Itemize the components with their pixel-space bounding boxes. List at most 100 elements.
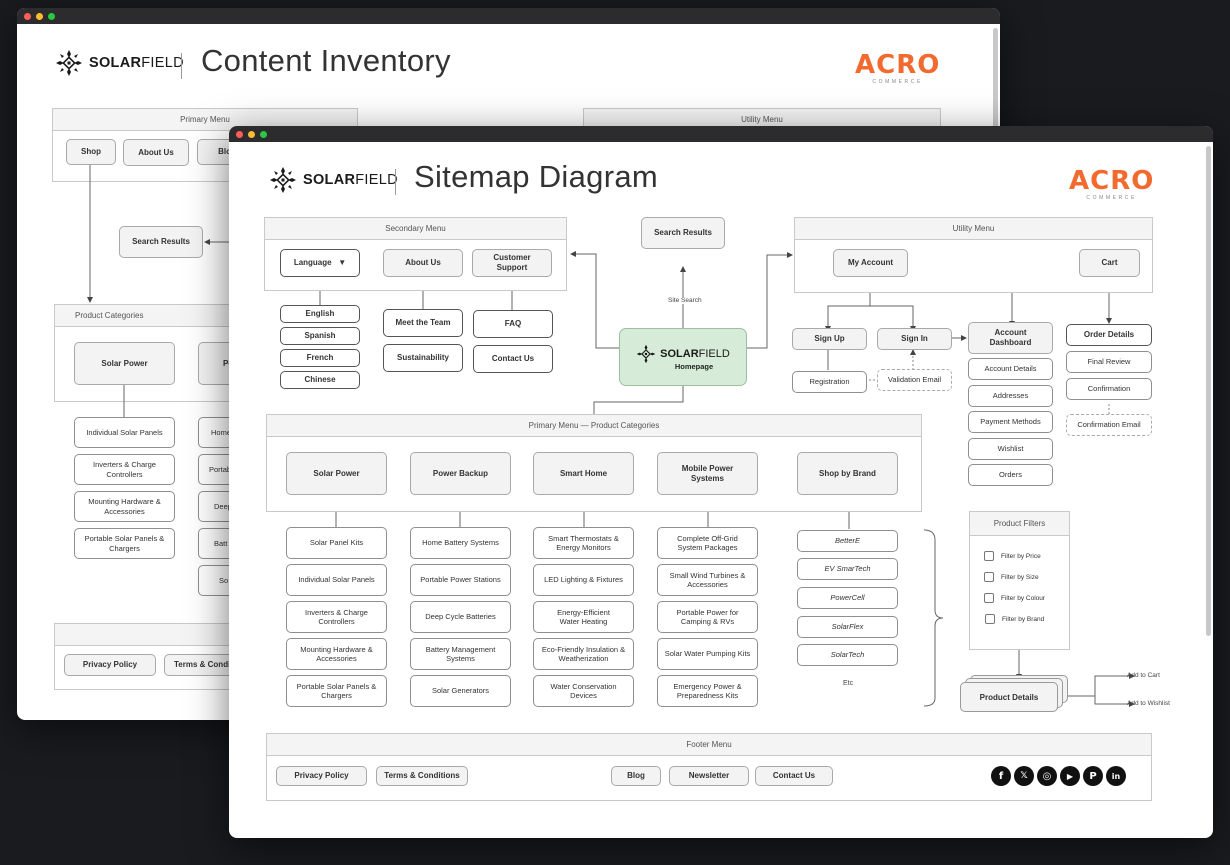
minimize-window-button[interactable] <box>36 13 43 20</box>
list-item[interactable]: Emergency Power & Preparedness Kits <box>657 675 758 707</box>
page-final-review[interactable]: Final Review <box>1066 351 1152 373</box>
language-option-french[interactable]: French <box>280 349 360 367</box>
solarfield-mark-icon <box>56 50 82 76</box>
page-contact-us[interactable]: Contact Us <box>473 345 553 373</box>
product-details-node[interactable]: Product Details <box>960 675 1070 713</box>
language-dropdown[interactable]: Language ▼ <box>280 249 360 277</box>
utility-menu-panel: Utility Menu <box>794 217 1153 293</box>
list-item[interactable]: Portable Solar Panels & Chargers <box>74 528 175 559</box>
close-window-button[interactable] <box>236 131 243 138</box>
checkbox[interactable] <box>984 572 994 582</box>
footer-link-newsletter[interactable]: Newsletter <box>669 766 749 786</box>
maximize-window-button[interactable] <box>260 131 267 138</box>
footer-link-terms-conditions[interactable]: Terms & Conditions <box>376 766 468 786</box>
pinterest-icon[interactable]: P <box>1083 766 1103 786</box>
linkedin-icon[interactable]: in <box>1106 766 1126 786</box>
list-item[interactable]: Solar Generators <box>410 675 511 707</box>
checkbox[interactable] <box>985 614 995 624</box>
list-item[interactable]: Portable Power for Camping & RVs <box>657 601 758 633</box>
page-faq[interactable]: FAQ <box>473 310 553 338</box>
checkbox[interactable] <box>984 551 994 561</box>
search-results-node[interactable]: Search Results <box>119 226 203 258</box>
x-twitter-icon[interactable]: 𝕏 <box>1014 766 1034 786</box>
brand-item[interactable]: PowerCell <box>797 587 898 609</box>
list-item[interactable]: Battery Management Systems <box>410 638 511 670</box>
list-item[interactable]: Energy-Efficient Water Heating <box>533 601 634 633</box>
confirmation-email-node[interactable]: Confirmation Email <box>1066 414 1152 436</box>
filter-by-price[interactable]: Filter by Price <box>984 551 1041 561</box>
list-item[interactable]: Portable Power Stations <box>410 564 511 596</box>
footer-link-terms[interactable]: Terms & Condit <box>164 654 244 676</box>
page-meet-the-team[interactable]: Meet the Team <box>383 309 463 337</box>
list-item[interactable]: Smart Thermostats & Energy Monitors <box>533 527 634 559</box>
page-registration[interactable]: Registration <box>792 371 867 393</box>
validation-email-node[interactable]: Validation Email <box>877 369 952 391</box>
list-item[interactable]: Individual Solar Panels <box>286 564 387 596</box>
action-add-to-cart[interactable]: Add to Cart <box>1127 672 1160 679</box>
dashboard-item-wishlist[interactable]: Wishlist <box>968 438 1053 460</box>
language-option-chinese[interactable]: Chinese <box>280 371 360 389</box>
menu-item-shop[interactable]: Shop <box>66 139 116 165</box>
category-solar-power[interactable]: Solar Power <box>74 342 175 385</box>
facebook-icon[interactable]: f <box>991 766 1011 786</box>
homepage-node[interactable]: SOLARFIELD Homepage <box>619 328 747 386</box>
list-item[interactable]: Solar Panel Kits <box>286 527 387 559</box>
list-item[interactable]: Mounting Hardware & Accessories <box>286 638 387 670</box>
action-add-to-wishlist[interactable]: Add to Wishlist <box>1127 700 1170 707</box>
category-solar-power[interactable]: Solar Power <box>286 452 387 495</box>
page-sign-up[interactable]: Sign Up <box>792 328 867 350</box>
list-item[interactable]: Mounting Hardware & Accessories <box>74 491 175 522</box>
brand-item[interactable]: EV SmarTech <box>797 558 898 580</box>
page-account-dashboard[interactable]: Account Dashboard <box>968 322 1053 354</box>
brand-item[interactable]: SolarTech <box>797 644 898 666</box>
page-sustainability[interactable]: Sustainability <box>383 344 463 372</box>
list-item[interactable]: Inverters & Charge Controllers <box>286 601 387 633</box>
search-results-node[interactable]: Search Results <box>641 217 725 249</box>
brand-item[interactable]: SolarFlex <box>797 616 898 638</box>
page-sign-in[interactable]: Sign In <box>877 328 952 350</box>
list-item[interactable]: Deep Cycle Batteries <box>410 601 511 633</box>
page-confirmation[interactable]: Confirmation <box>1066 378 1152 400</box>
list-item[interactable]: Individual Solar Panels <box>74 417 175 448</box>
scrollbar[interactable] <box>1206 146 1211 636</box>
maximize-window-button[interactable] <box>48 13 55 20</box>
menu-item-about-us[interactable]: About Us <box>123 139 189 166</box>
list-item[interactable]: Home Battery Systems <box>410 527 511 559</box>
filter-by-brand[interactable]: Filter by Brand <box>985 614 1044 624</box>
minimize-window-button[interactable] <box>248 131 255 138</box>
language-option-english[interactable]: English <box>280 305 360 323</box>
instagram-icon[interactable]: ◎ <box>1037 766 1057 786</box>
list-item[interactable]: LED Lighting & Fixtures <box>533 564 634 596</box>
list-item[interactable]: Solar Water Pumping Kits <box>657 638 758 670</box>
dashboard-item-payment-methods[interactable]: Payment Methods <box>968 411 1053 433</box>
category-power-backup[interactable]: Power Backup <box>410 452 511 495</box>
list-item[interactable]: Inverters & Charge Controllers <box>74 454 175 485</box>
footer-link-privacy-policy[interactable]: Privacy Policy <box>276 766 367 786</box>
dashboard-item-account-details[interactable]: Account Details <box>968 358 1053 380</box>
footer-link-blog[interactable]: Blog <box>611 766 661 786</box>
filter-by-size[interactable]: Filter by Size <box>984 572 1039 582</box>
menu-item-customer-support[interactable]: Customer Support <box>472 249 552 277</box>
list-item[interactable]: Water Conservation Devices <box>533 675 634 707</box>
filter-by-colour[interactable]: Filter by Colour <box>984 593 1045 603</box>
list-item[interactable]: Portable Solar Panels & Chargers <box>286 675 387 707</box>
menu-item-cart[interactable]: Cart <box>1079 249 1140 277</box>
list-item[interactable]: Eco-Friendly Insulation & Weatherization <box>533 638 634 670</box>
dashboard-item-orders[interactable]: Orders <box>968 464 1053 486</box>
category-smart-home[interactable]: Smart Home <box>533 452 634 495</box>
brand-item[interactable]: BetterE <box>797 530 898 552</box>
checkbox[interactable] <box>984 593 994 603</box>
dashboard-item-addresses[interactable]: Addresses <box>968 385 1053 407</box>
menu-item-about-us[interactable]: About Us <box>383 249 463 277</box>
list-item[interactable]: Complete Off-Grid System Packages <box>657 527 758 559</box>
page-order-details[interactable]: Order Details <box>1066 324 1152 346</box>
close-window-button[interactable] <box>24 13 31 20</box>
footer-link-contact-us[interactable]: Contact Us <box>755 766 833 786</box>
footer-link-privacy-policy[interactable]: Privacy Policy <box>64 654 156 676</box>
language-option-spanish[interactable]: Spanish <box>280 327 360 345</box>
youtube-icon[interactable]: ▶ <box>1060 766 1080 786</box>
menu-item-my-account[interactable]: My Account <box>833 249 908 277</box>
category-shop-by-brand[interactable]: Shop by Brand <box>797 452 898 495</box>
category-mobile-power-systems[interactable]: Mobile Power Systems <box>657 452 758 495</box>
list-item[interactable]: Small Wind Turbines & Accessories <box>657 564 758 596</box>
